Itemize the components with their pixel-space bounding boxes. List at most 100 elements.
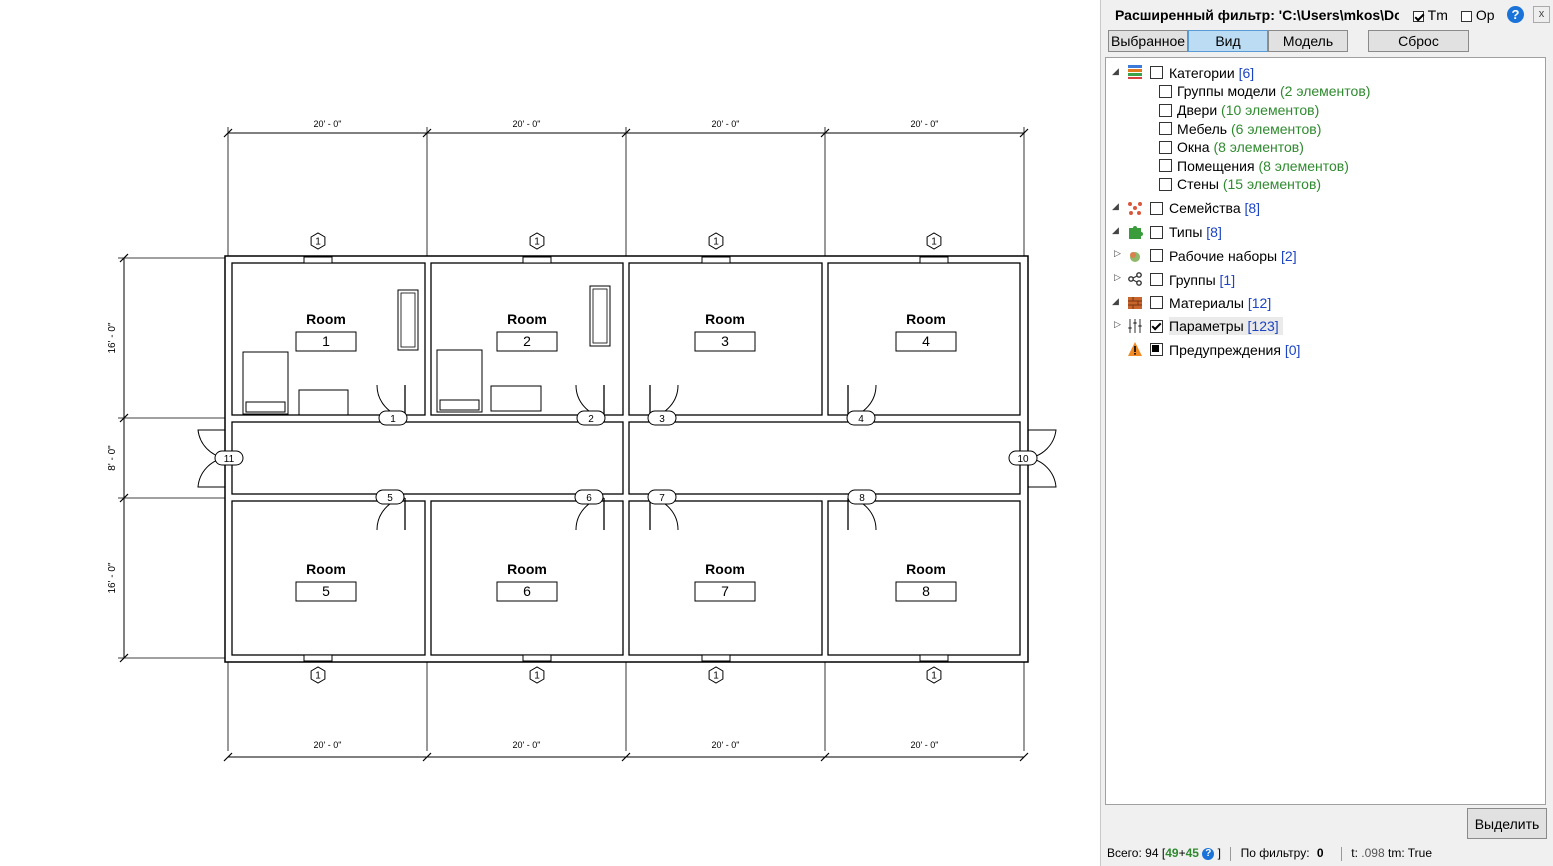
child-checkbox[interactable] (1159, 178, 1172, 191)
node-label: Материалы (1169, 295, 1244, 311)
tree-node-materials[interactable]: Материалы [12] (1169, 294, 1271, 312)
expand-icon[interactable]: ▷ (1114, 248, 1121, 258)
window-tag-label: 1 (534, 671, 540, 682)
window (303, 654, 333, 662)
door-tag (846, 410, 876, 426)
tree-child-windows[interactable]: Окна (8 элементов) (1177, 138, 1304, 156)
tree-node-types[interactable]: Типы [8] (1169, 223, 1222, 241)
op-checkbox[interactable] (1461, 10, 1472, 22)
window-tag (708, 666, 724, 684)
node-count: [2] (1281, 248, 1297, 264)
tm-toggle[interactable]: Tm (1413, 7, 1448, 23)
node-count: [8] (1244, 200, 1261, 216)
collapse-icon[interactable]: ◢ (1112, 296, 1119, 306)
child-checkbox[interactable] (1159, 104, 1172, 117)
expand-icon[interactable]: ▷ (1114, 319, 1121, 329)
window-tag-label: 1 (931, 237, 937, 248)
tree-child-doors[interactable]: Двери (10 элементов) (1177, 101, 1319, 119)
expand-icon[interactable]: ▷ (1114, 272, 1121, 282)
room-name: Room (306, 311, 346, 327)
tree-node-warnings[interactable]: Предупреждения [0] (1169, 341, 1300, 359)
room-boundary (628, 500, 823, 656)
room-number: 6 (523, 583, 531, 599)
tab-selected[interactable]: Выбранное (1108, 30, 1188, 52)
op-toggle[interactable]: Op (1461, 7, 1495, 23)
status-help-icon[interactable]: ? (1202, 847, 1215, 860)
room-boundary (231, 500, 426, 656)
time-label: t: (1351, 846, 1358, 860)
door-tag-label: 4 (858, 414, 864, 425)
brick-icon (1128, 297, 1142, 309)
tab-view[interactable]: Вид (1188, 30, 1268, 52)
door-tag-label: 10 (1017, 454, 1029, 465)
materials-checkbox[interactable] (1150, 296, 1163, 309)
dimension-label: 16' - 0" (107, 322, 118, 353)
collapse-icon[interactable]: ◢ (1112, 201, 1119, 211)
close-button[interactable]: x (1533, 6, 1550, 23)
collapse-icon[interactable]: ◢ (1112, 66, 1119, 76)
tree-child-furniture[interactable]: Мебель (6 элементов) (1177, 120, 1321, 138)
tree-child-walls[interactable]: Стены (15 элементов) (1177, 175, 1321, 193)
child-checkbox[interactable] (1159, 122, 1172, 135)
tree-node-groups[interactable]: Группы [1] (1169, 271, 1235, 289)
types-checkbox[interactable] (1150, 226, 1163, 239)
tree-node-categories[interactable]: Категории [6] (1169, 64, 1254, 82)
warnings-checkbox[interactable] (1150, 343, 1163, 356)
child-label: Окна (1177, 139, 1210, 155)
family-icon (1128, 202, 1142, 215)
tm-status-label: tm: (1388, 846, 1405, 860)
dimension-label: 20' - 0" (513, 119, 541, 129)
divider (1340, 846, 1342, 861)
filter-value: 0 (1316, 846, 1324, 860)
room-name: Room (906, 561, 946, 577)
child-checkbox[interactable] (1159, 159, 1172, 172)
child-count: (15 элементов) (1222, 176, 1322, 192)
node-label: Группы (1169, 272, 1216, 288)
total-value: 94 (1145, 846, 1159, 860)
tree-node-worksets[interactable]: Рабочие наборы [2] (1169, 247, 1297, 265)
bracket-open: [ (1161, 846, 1166, 860)
tree-child-rooms[interactable]: Помещения (8 элементов) (1177, 157, 1349, 175)
window-tag (310, 232, 326, 250)
node-count: [6] (1238, 65, 1255, 81)
groups-checkbox[interactable] (1150, 273, 1163, 286)
sliders-icon (1128, 319, 1142, 333)
door-tag-label: 11 (224, 454, 235, 465)
door-tag-label: 5 (387, 493, 393, 504)
tree-node-families[interactable]: Семейства [8] (1169, 199, 1260, 217)
collapse-icon[interactable]: ◢ (1112, 225, 1119, 235)
child-checkbox[interactable] (1159, 85, 1172, 98)
tree-child-model-groups[interactable]: Группы модели (2 элементов) (1177, 82, 1370, 100)
child-checkbox[interactable] (1159, 141, 1172, 154)
door-tag (574, 489, 604, 505)
categories-checkbox[interactable] (1150, 66, 1163, 79)
drawing-canvas[interactable]: 20' - 0"20' - 0"20' - 0"20' - 0"20' - 0"… (0, 0, 1100, 866)
worksets-checkbox[interactable] (1150, 249, 1163, 262)
filter-tree[interactable]: ◢ Категории [6] Группы модели (2 элемент… (1105, 57, 1546, 805)
child-label: Группы модели (1177, 83, 1277, 99)
parameters-checkbox[interactable] (1150, 320, 1163, 333)
window-tag-label: 1 (315, 671, 321, 682)
child-count: (8 элементов) (1258, 158, 1349, 174)
families-checkbox[interactable] (1150, 202, 1163, 215)
group-icon (1128, 272, 1142, 286)
tm-checkbox[interactable] (1413, 10, 1424, 22)
reset-filter-button[interactable]: Сброс фильтра (1368, 30, 1469, 70)
bed (436, 349, 483, 413)
door-tag-label: 1 (390, 414, 396, 425)
door-tag-label: 6 (586, 493, 592, 504)
tab-model[interactable]: Модель (1268, 30, 1348, 52)
node-count: [1] (1219, 272, 1236, 288)
bracket-close: ] (1217, 846, 1221, 860)
select-button[interactable]: Выделить (1467, 808, 1547, 839)
child-label: Двери (1177, 102, 1218, 118)
filter-panel: Расширенный фильтр: 'C:\Users\mkos\Do Tm… (1100, 0, 1553, 866)
tree-node-parameters[interactable]: Параметры [123] (1169, 317, 1283, 335)
warning-icon (1128, 342, 1142, 356)
room-number-box (694, 581, 756, 602)
filter-label: По фильтру: (1240, 846, 1310, 860)
help-icon[interactable]: ? (1507, 6, 1524, 23)
shelf (589, 285, 611, 347)
floor-plan[interactable]: 20' - 0"20' - 0"20' - 0"20' - 0"20' - 0"… (0, 0, 1100, 866)
dimension-label: 20' - 0" (712, 740, 740, 750)
